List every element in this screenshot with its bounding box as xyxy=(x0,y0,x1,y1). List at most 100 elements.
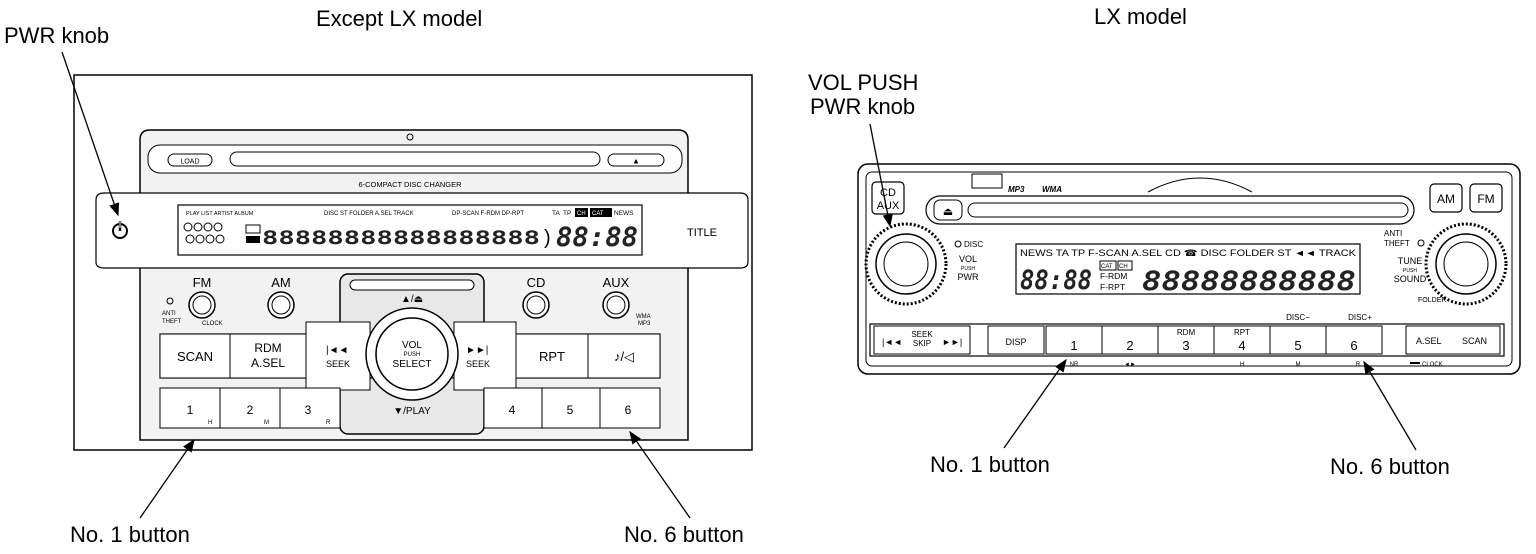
vol-push-label: VOL PUSH xyxy=(808,70,919,95)
left-preset-6[interactable] xyxy=(599,387,661,429)
load-eject-control[interactable]: ▲/⏏ xyxy=(401,294,423,305)
lx-no1-arrow xyxy=(1003,358,1067,449)
left-preset-3[interactable] xyxy=(279,387,341,429)
asel-scan-button[interactable] xyxy=(1405,325,1501,355)
lx-pwr-label: PWR xyxy=(958,272,979,282)
lx-lcd-flags: NEWS TA TP F-SCAN A.SEL CD ☎ DISC FOLDER… xyxy=(1020,248,1356,258)
anti-theft-1-lx: ANTI xyxy=(1384,229,1402,238)
lx-preset-2-text: 2 xyxy=(1126,338,1133,353)
lx-preset-6[interactable] xyxy=(1325,325,1383,355)
anti-theft-2: THEFT xyxy=(162,319,182,325)
lcd-flags: TA TP CH CAT NEWS xyxy=(552,208,634,217)
seek-fwd-text: SEEK xyxy=(466,359,490,369)
left-preset-1-sub: H xyxy=(208,420,212,426)
lx-fm-button[interactable] xyxy=(1469,183,1503,213)
scan-text-lx: SCAN xyxy=(1462,336,1487,346)
disp-button[interactable] xyxy=(987,325,1045,355)
lcd-disc-icons xyxy=(183,222,261,244)
lx-am-button[interactable] xyxy=(1429,183,1463,213)
seek-text-lx: SEEK xyxy=(911,330,933,339)
lcd-flag-ta: TA xyxy=(552,210,560,217)
folder-label: FOLDER xyxy=(1418,297,1446,304)
lx-ch-flag: CH xyxy=(1119,264,1128,270)
lx-preset-2-sub: ◄► xyxy=(1124,362,1136,368)
left-preset-5-text: 5 xyxy=(567,403,574,417)
play-button[interactable]: ▼/PLAY xyxy=(393,406,431,417)
lx-preset-3-text: 3 xyxy=(1182,338,1189,353)
lx-vol-knob-arrow xyxy=(869,123,893,228)
mp3-label: MP3 xyxy=(638,321,651,327)
lx-cat-flag: CAT xyxy=(1101,264,1113,270)
lx-preset-1[interactable] xyxy=(1045,325,1103,355)
left-preset-1[interactable] xyxy=(159,387,221,429)
asel-text: A.SEL xyxy=(251,356,285,370)
left-preset-2-text: 2 xyxy=(247,403,254,417)
mp3-logo: MP3 xyxy=(1008,185,1025,194)
left-no6-arrow xyxy=(629,430,691,519)
lx-eject-icon: ⏏ xyxy=(943,206,953,218)
left-no1-arrow xyxy=(139,438,195,519)
wma-logo: WMA xyxy=(1042,185,1062,194)
lx-heading: LX model xyxy=(1094,4,1187,29)
wma-label: WMA xyxy=(636,314,651,320)
seek-skip-button[interactable] xyxy=(873,325,971,355)
select-text: SELECT xyxy=(393,359,432,370)
lx-preset-1-sub: NR xyxy=(1070,362,1079,368)
skip-text-lx: SKIP xyxy=(913,339,931,348)
power-icon[interactable] xyxy=(112,221,128,239)
right-no6-button-label: No. 6 button xyxy=(1330,454,1450,479)
rpt-button[interactable] xyxy=(515,333,589,379)
lx-no6-arrow xyxy=(1363,360,1417,451)
lcd-flag-ch: CH xyxy=(577,211,586,217)
lx-fm-text: FM xyxy=(1477,192,1494,206)
seek-back-button[interactable] xyxy=(305,321,371,391)
lcd-play-list-text: PLAY LIST ARTIST ALBUM xyxy=(186,211,254,217)
lx-preset-3[interactable] xyxy=(1157,325,1215,355)
sound-mute-icon: ♪/◁ xyxy=(614,349,634,364)
load-button[interactable] xyxy=(167,153,213,167)
aux-label: AUX xyxy=(603,275,630,290)
right-radio-unit: ⏏ MP3 WMA CD AUX AM FM DISC VOL PUSH PWR… xyxy=(857,163,1521,375)
seek-fwd-icon: ►►| xyxy=(466,345,488,356)
lx-clock-display: 88:88 xyxy=(1020,265,1092,296)
lx-preset-6-text: 6 xyxy=(1350,338,1357,353)
disp-text: DISP xyxy=(1005,337,1026,347)
lcd-bracket: ) xyxy=(544,227,551,249)
left-preset-3-sub: R xyxy=(326,420,331,426)
lx-eject-button[interactable] xyxy=(933,199,963,221)
left-preset-1-text: 1 xyxy=(187,403,194,417)
title-text: TITLE xyxy=(687,227,717,239)
scan-text: SCAN xyxy=(177,349,213,364)
left-preset-6-text: 6 xyxy=(625,403,632,417)
lx-f-rdm: F-RDM xyxy=(1100,271,1127,281)
eject-button[interactable] xyxy=(607,153,665,167)
lx-f-rpt: F-RPT xyxy=(1100,282,1125,292)
lcd-disc-track-text: DISC ST FOLDER A.SEL TRACK xyxy=(324,211,414,217)
lx-segment-row: 88888888888 xyxy=(1142,266,1356,297)
rdm-asel-button[interactable] xyxy=(229,333,307,379)
left-lcd-display xyxy=(177,204,643,256)
lcd-flag-tp: TP xyxy=(563,210,571,217)
seek-fwd-button[interactable] xyxy=(453,321,517,391)
pwr-knob-label: PWR knob xyxy=(4,23,110,48)
lx-preset-5-text: 5 xyxy=(1294,338,1301,353)
clock-label-lx: CLOCK xyxy=(1422,362,1443,368)
eject-icon: ▲ xyxy=(632,157,640,166)
lcd-scan-text: DP-SCAN F-RDM DP-RPT xyxy=(452,211,524,217)
left-radio-unit: LOAD ▲ 6-COMPACT DISC CHANGER TITLE PLAY… xyxy=(73,74,753,451)
seek-back-text: SEEK xyxy=(326,359,350,369)
clock-label-left: CLOCK xyxy=(202,321,223,327)
asel-text-lx: A.SEL xyxy=(1416,336,1442,346)
lx-preset-4-text: 4 xyxy=(1238,338,1245,353)
sound-mute-button[interactable] xyxy=(587,333,661,379)
left-preset-5[interactable] xyxy=(541,387,601,429)
push-text: PUSH xyxy=(404,352,421,358)
lcd-flag-cat: CAT xyxy=(592,211,604,217)
disc-logo-icon xyxy=(971,173,1003,189)
lx-preset-5[interactable] xyxy=(1269,325,1327,355)
lx-preset-5-sub: M xyxy=(1296,362,1301,368)
seek-back-icon: |◄◄ xyxy=(326,345,348,356)
left-clock-display: 88:88 xyxy=(556,222,638,253)
disc-led-label: DISC xyxy=(964,240,983,249)
